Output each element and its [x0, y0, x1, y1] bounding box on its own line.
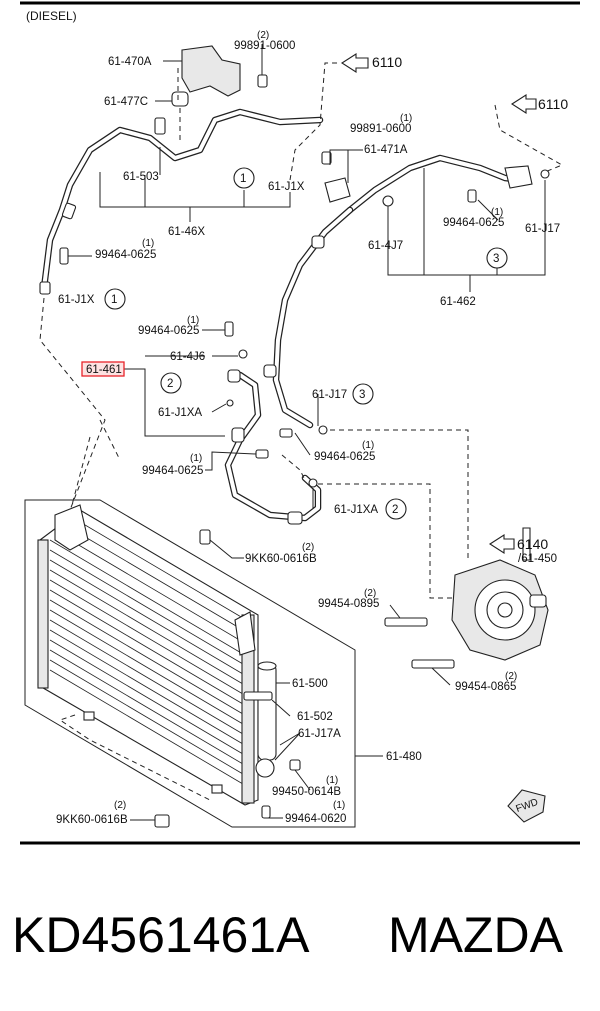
forward-direction-arrow-icon: FWD	[507, 789, 546, 823]
bolt-icon	[255, 449, 269, 459]
label-99464-0625-c: 99464-0625	[138, 325, 199, 337]
label-6110-b: 6110	[538, 96, 568, 112]
condenser-61-480	[24, 499, 356, 828]
label-61-46x: 61-46X	[168, 226, 205, 238]
bracket-61-470a	[181, 45, 241, 97]
clamp-61-471a	[324, 177, 351, 203]
label-61-461: 61-461	[86, 364, 122, 376]
highlight-box	[81, 361, 125, 377]
label-qty: (2)	[114, 800, 126, 811]
label-61-j1xa-mid: 61-J1XA	[158, 407, 202, 419]
bolt-icon	[384, 617, 428, 627]
ref-circle-label: 2	[167, 378, 173, 390]
label-61-j1x-top: 61-J1X	[268, 181, 305, 193]
label-99450-0614b: 99450-0614B	[272, 786, 341, 798]
label-99464-0625-cm: 99464-0625	[142, 465, 203, 477]
hose-61-462	[263, 154, 550, 429]
label-61-4j6: 61-4J6	[170, 351, 205, 363]
label-qty: (1)	[142, 238, 154, 249]
diesel-header: (DIESEL)	[26, 9, 77, 23]
bolt-icon	[279, 428, 293, 438]
label-99464-0625-r: 99464-0625	[443, 217, 504, 229]
label-61-450: /61-450	[518, 553, 557, 565]
label-61-480: 61-480	[386, 751, 422, 763]
caption-part-number: KD4561461A	[12, 907, 310, 963]
receiver-drier-61-500	[257, 663, 277, 761]
label-qty: (2)	[505, 671, 517, 682]
label-61-j1x-left: 61-J1X	[58, 294, 95, 306]
label-61-j17a: 61-J17A	[298, 728, 341, 740]
label-qty: (1)	[491, 207, 503, 218]
label-qty: (2)	[364, 588, 376, 599]
label-61-470a: 61-470A	[108, 56, 152, 68]
label-61-500: 61-500	[292, 678, 328, 690]
label-99891-0600-top: 99891-0600	[234, 40, 295, 52]
label-61-503: 61-503	[123, 171, 159, 183]
label-61-4j7: 61-4J7	[368, 240, 403, 252]
label-99891-0600-mid: 99891-0600	[350, 123, 411, 135]
bolt-icon	[154, 814, 170, 828]
bolt-icon	[261, 805, 271, 819]
label-qty: (2)	[302, 542, 314, 553]
compressor-61-450	[384, 527, 549, 669]
label-61-j1xa-low: 61-J1XA	[334, 504, 378, 516]
arrow-reference-icon	[340, 52, 537, 555]
label-qty: (1)	[326, 775, 338, 786]
hose-61-46x	[39, 45, 332, 295]
label-99454-0895: 99454-0895	[318, 598, 379, 610]
bolt-icon	[289, 759, 301, 771]
label-61-j17-top: 61-J17	[525, 223, 560, 235]
caption-brand: MAZDA	[388, 907, 564, 963]
ref-circle-label: 2	[392, 504, 398, 516]
label-99454-0865: 99454-0865	[455, 681, 516, 693]
bolt-icon	[411, 659, 455, 669]
label-61-477c: 61-477C	[104, 96, 148, 108]
label-qty: (1)	[400, 113, 412, 124]
label-99464-0620: 99464-0620	[285, 813, 346, 825]
ref-circle-label: 3	[493, 253, 499, 265]
sensor-61-477c	[171, 91, 189, 107]
bolt-icon	[199, 529, 211, 545]
ref-circle-label: 1	[240, 173, 246, 185]
ref-circle-label: 3	[359, 389, 365, 401]
label-61-j17-mid: 61-J17	[312, 389, 347, 401]
bolt-icon	[224, 321, 234, 337]
label-qty: (2)	[257, 30, 269, 41]
label-6110-a: 6110	[372, 54, 402, 70]
label-61-471a: 61-471A	[364, 144, 408, 156]
label-qty: (1)	[362, 440, 374, 451]
label-6140: 6140	[517, 536, 548, 552]
bolt-icon	[467, 189, 477, 203]
label-qty: (1)	[190, 453, 202, 464]
label-9kk60-0616b-bottom: 9KK60-0616B	[56, 814, 128, 826]
label-99464-0625-ll: 99464-0625	[314, 451, 375, 463]
label-9kk60-0616b-top: 9KK60-0616B	[245, 553, 317, 565]
ref-circle-label: 1	[111, 294, 117, 306]
bolt-icon	[59, 74, 332, 265]
label-99464-0625-l: 99464-0625	[95, 249, 156, 261]
ref-circle	[104, 167, 508, 520]
label-61-502: 61-502	[297, 711, 333, 723]
label-61-462: 61-462	[440, 296, 476, 308]
label-qty: (1)	[187, 315, 199, 326]
label-qty: (1)	[333, 800, 345, 811]
